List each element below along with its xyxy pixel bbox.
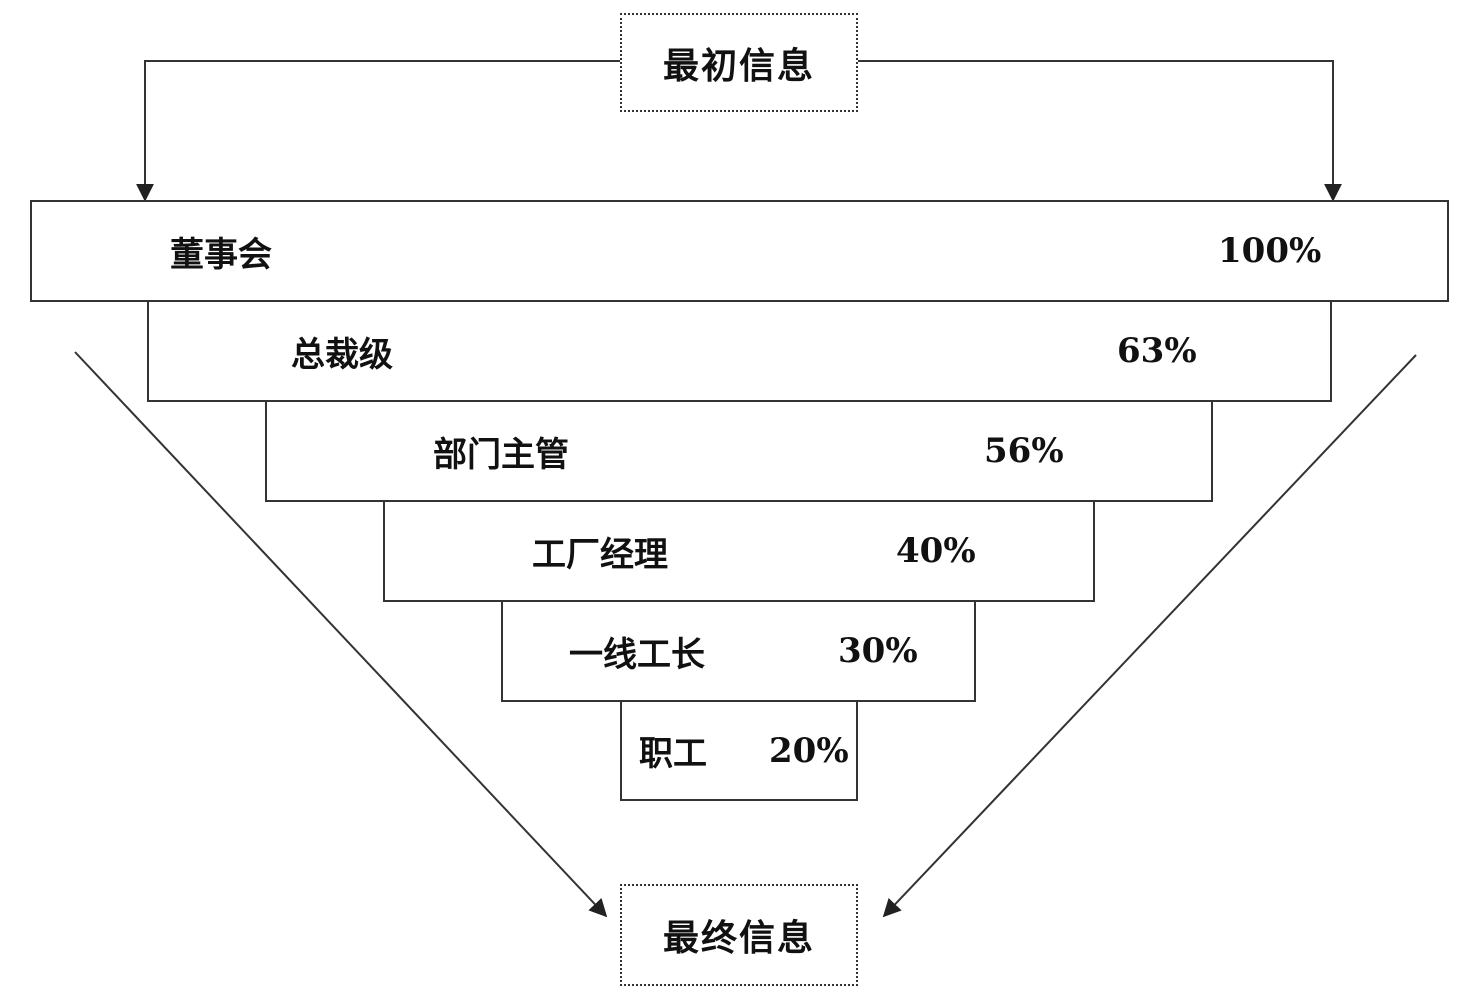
left-feed-arrow [136, 60, 620, 202]
final-info-box: 最终信息 [620, 884, 858, 986]
level-president: 总裁级 63% [147, 300, 1332, 402]
right-feed-arrow [857, 60, 1342, 202]
level-staff: 职工 20% [620, 700, 858, 801]
left-diagonal-arrow [74, 351, 608, 918]
level-name: 部门主管 [433, 434, 569, 475]
level-name: 职工 [639, 734, 707, 774]
level-percent: 100% [1218, 231, 1322, 271]
level-percent: 40% [896, 531, 976, 571]
level-percent: 20% [769, 730, 849, 771]
initial-info-box: 最初信息 [620, 13, 858, 112]
level-board: 董事会 100% [30, 200, 1449, 302]
level-factory-manager: 工厂经理 40% [383, 500, 1095, 602]
level-percent: 30% [838, 631, 918, 671]
level-name: 工厂经理 [532, 534, 668, 575]
level-percent: 56% [984, 431, 1064, 471]
level-name: 总裁级 [291, 334, 393, 375]
level-name: 董事会 [170, 234, 272, 275]
level-department-head: 部门主管 56% [265, 400, 1213, 502]
final-info-label: 最终信息 [662, 917, 815, 959]
initial-info-label: 最初信息 [662, 44, 815, 87]
right-diagonal-arrow [882, 354, 1417, 918]
level-name: 一线工长 [569, 634, 705, 675]
level-foreman: 一线工长 30% [501, 600, 976, 702]
level-percent: 63% [1117, 331, 1197, 371]
